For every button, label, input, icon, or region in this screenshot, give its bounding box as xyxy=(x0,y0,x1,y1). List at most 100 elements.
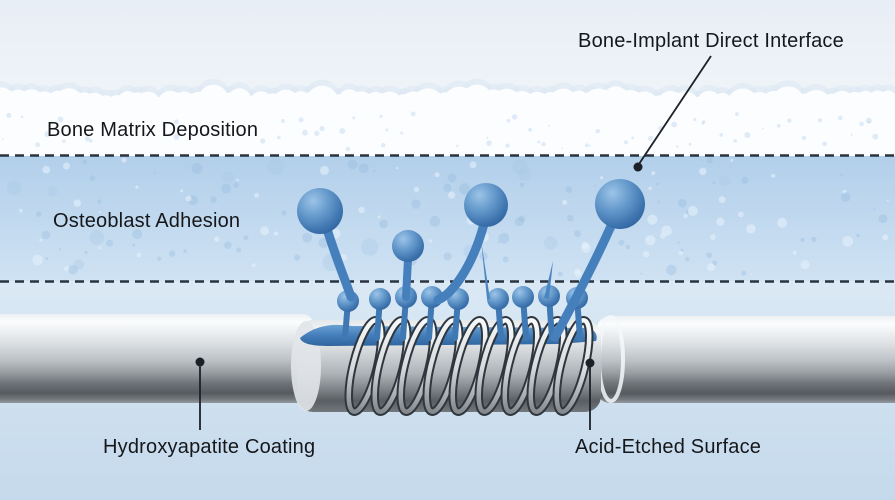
bubble xyxy=(656,182,659,186)
osteoblast-cell xyxy=(297,188,343,234)
bubble-large xyxy=(222,171,234,184)
bubble xyxy=(223,241,232,250)
bubble xyxy=(82,159,88,164)
implant-right-section xyxy=(597,316,895,403)
bubble xyxy=(132,243,136,247)
bubble xyxy=(699,167,707,176)
bone-matrix-speckles xyxy=(1,111,879,152)
matrix-speckle xyxy=(505,143,510,148)
osteoblast-stalk xyxy=(550,221,616,342)
bubble xyxy=(581,241,589,250)
bubble xyxy=(347,159,358,170)
bubble xyxy=(136,252,142,258)
matrix-speckle xyxy=(541,142,546,147)
matrix-speckle xyxy=(693,117,697,122)
bubble xyxy=(63,266,70,272)
bubble xyxy=(236,247,242,253)
bubble xyxy=(185,195,192,202)
bubble xyxy=(498,232,510,244)
bubble xyxy=(428,239,433,243)
matrix-speckle xyxy=(410,111,416,117)
bubble xyxy=(273,231,279,236)
bubble xyxy=(618,239,625,246)
bubble xyxy=(377,215,381,219)
bubble xyxy=(518,215,526,223)
bubble xyxy=(730,158,734,162)
osteoblast-adhesion-band xyxy=(0,156,895,281)
bubble xyxy=(68,265,78,275)
bubble-large xyxy=(459,182,471,194)
matrix-speckle xyxy=(595,128,601,134)
matrix-speckle xyxy=(584,143,589,148)
bubble-large xyxy=(6,180,22,196)
matrix-speckle xyxy=(319,126,325,132)
matrix-speckle xyxy=(381,143,386,148)
bubble xyxy=(716,217,725,226)
bubble xyxy=(210,196,217,204)
bubble xyxy=(447,173,457,183)
bubble xyxy=(599,176,604,180)
leader-dot-acid-etched xyxy=(585,358,595,368)
bubble xyxy=(191,162,203,174)
matrix-speckle xyxy=(688,142,692,146)
bubble xyxy=(214,236,220,242)
bubble xyxy=(302,232,313,243)
matrix-speckle xyxy=(84,136,91,142)
bubble xyxy=(153,172,156,175)
matrix-speckle xyxy=(281,119,285,123)
attachment-knob xyxy=(512,286,534,308)
matrix-speckle xyxy=(173,119,179,125)
bubble xyxy=(741,270,747,276)
matrix-speckle xyxy=(173,133,180,140)
bubble xyxy=(712,181,716,184)
bubble xyxy=(565,186,573,193)
matrix-speckle xyxy=(455,144,459,148)
bubble xyxy=(443,183,452,192)
bubble xyxy=(567,214,574,222)
bubble xyxy=(685,257,690,262)
matrix-speckle xyxy=(547,124,550,127)
bubble xyxy=(281,210,287,216)
bubble xyxy=(651,171,656,176)
bubble xyxy=(35,211,42,217)
matrix-speckle xyxy=(838,115,843,121)
bubble xyxy=(340,253,347,261)
bubble xyxy=(479,252,488,261)
matrix-speckle xyxy=(35,142,41,148)
bubble xyxy=(842,236,854,247)
bubble xyxy=(42,165,51,174)
bubble-large xyxy=(517,167,532,181)
bubble xyxy=(63,162,71,170)
attachment-knob xyxy=(369,288,391,310)
matrix-speckle xyxy=(776,123,781,128)
matrix-speckle xyxy=(588,144,591,147)
matrix-speckle xyxy=(787,118,792,123)
bubble xyxy=(707,263,716,272)
bubble-large xyxy=(89,230,105,246)
bubble xyxy=(221,183,232,194)
bubble xyxy=(800,260,810,270)
bubble xyxy=(156,256,162,261)
bubble xyxy=(642,250,650,258)
thread-loop xyxy=(554,318,592,414)
osteoblast-stalk xyxy=(322,224,356,302)
matrix-speckle xyxy=(44,131,51,138)
bubble xyxy=(706,252,712,259)
bubble xyxy=(168,250,176,257)
bubble xyxy=(647,214,658,225)
bubble xyxy=(58,248,62,251)
matrix-speckle xyxy=(506,118,511,123)
bone-matrix-band xyxy=(0,108,895,156)
bubble xyxy=(645,235,656,246)
bubble xyxy=(514,217,525,227)
matrix-speckle xyxy=(385,128,389,132)
matrix-speckle xyxy=(57,116,64,123)
bubble xyxy=(293,254,301,261)
matrix-speckle xyxy=(486,136,489,139)
matrix-speckle xyxy=(701,121,705,125)
matrix-speckle xyxy=(872,133,879,140)
bubble xyxy=(497,241,501,244)
implant-left-section xyxy=(0,314,314,403)
matrix-speckle xyxy=(302,129,308,136)
